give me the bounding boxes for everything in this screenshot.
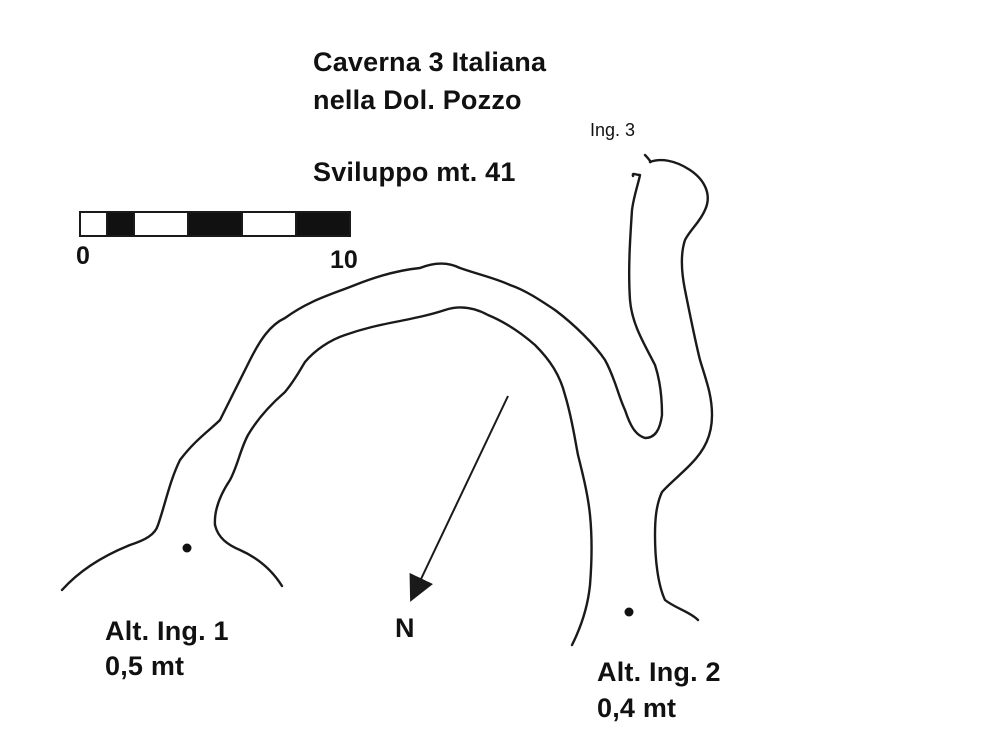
ing2-marker (624, 607, 634, 617)
north-label: N (395, 613, 415, 643)
scale-segment-5 (241, 211, 297, 237)
ing3-label: Ing. 3 (590, 120, 636, 140)
scale-segment-4 (187, 211, 243, 237)
scale-start-label: 0 (76, 242, 90, 270)
scale-segment-2 (106, 211, 135, 237)
ing1-marker (182, 543, 192, 553)
ing1-height: 0,5 mt (105, 651, 185, 681)
scale-bar (79, 211, 351, 237)
ing2-height: 0,4 mt (597, 693, 677, 723)
scale-end-label: 10 (330, 246, 358, 274)
development-length: Sviluppo mt. 41 (313, 157, 516, 187)
map-title-line1: Caverna 3 Italiana (313, 47, 547, 77)
cave-right-branch-wall (643, 153, 714, 622)
scale-segment-1 (79, 211, 108, 237)
ing1-mouth-right (213, 523, 284, 588)
map-title-line2: nella Dol. Pozzo (313, 85, 522, 115)
scale-segment-3 (133, 211, 189, 237)
ing1-label: Alt. Ing. 1 (105, 616, 229, 646)
ing2-label: Alt. Ing. 2 (597, 657, 721, 687)
cave-outer-wall (60, 172, 664, 592)
cave-inner-wall (213, 306, 593, 647)
north-arrow-shaft (409, 395, 509, 602)
scale-segment-6 (295, 211, 351, 237)
